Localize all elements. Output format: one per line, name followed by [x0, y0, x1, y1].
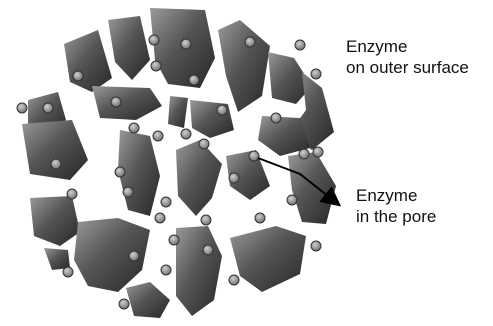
enzyme-bead — [271, 113, 281, 123]
enzyme-bead — [201, 215, 211, 225]
fragment — [44, 248, 70, 270]
enzyme-bead — [287, 195, 297, 205]
fragment — [92, 86, 162, 120]
enzyme-bead — [181, 39, 191, 49]
fragment — [230, 226, 306, 292]
enzyme-bead — [181, 129, 191, 139]
fragment — [176, 140, 222, 216]
fragment — [30, 196, 80, 246]
enzyme-bead — [169, 235, 179, 245]
enzyme-bead — [161, 197, 171, 207]
fragment — [176, 226, 222, 316]
enzyme-bead — [129, 251, 139, 261]
enzyme-bead — [313, 147, 323, 157]
label-line: in the pore — [356, 206, 436, 227]
enzyme-bead — [123, 187, 133, 197]
enzyme-bead — [17, 103, 27, 113]
enzyme-bead — [153, 131, 163, 141]
enzyme-bead — [115, 167, 125, 177]
enzyme-bead — [229, 275, 239, 285]
enzyme-bead — [119, 299, 129, 309]
fragment — [22, 120, 88, 180]
enzyme-bead — [203, 245, 213, 255]
enzyme-bead — [245, 37, 255, 47]
enzyme-bead — [63, 267, 73, 277]
fragment — [288, 152, 336, 224]
enzyme-bead — [217, 105, 227, 115]
enzyme-bead — [129, 123, 139, 133]
enzyme-bead — [155, 213, 165, 223]
enzyme-bead — [149, 35, 159, 45]
enzyme-bead — [199, 139, 209, 149]
enzyme-bead — [311, 241, 321, 251]
fragment — [126, 282, 170, 318]
label-line: Enzyme — [356, 185, 436, 206]
enzyme-bead — [67, 189, 77, 199]
enzyme-bead — [311, 69, 321, 79]
enzyme-bead — [161, 265, 171, 275]
enzyme-bead — [229, 173, 239, 183]
enzyme-bead — [295, 40, 305, 50]
label-line: Enzyme — [346, 36, 469, 57]
enzyme-bead — [249, 151, 259, 161]
enzyme-outer-surface-label: Enzyme on outer surface — [346, 36, 469, 78]
enzyme-bead — [73, 71, 83, 81]
enzyme-bead — [255, 213, 265, 223]
enzyme-bead — [189, 75, 199, 85]
fragment — [168, 96, 188, 128]
label-line: on outer surface — [346, 57, 469, 78]
enzyme-bead — [43, 103, 53, 113]
fragment — [218, 20, 270, 112]
enzyme-bead — [111, 97, 121, 107]
enzyme-bead — [151, 61, 161, 71]
fragment — [190, 100, 234, 138]
fragment — [64, 30, 112, 92]
enzyme-bead — [51, 159, 61, 169]
enzyme-in-pore-label: Enzyme in the pore — [356, 185, 436, 227]
fragment — [108, 16, 150, 80]
enzyme-bead — [299, 149, 309, 159]
